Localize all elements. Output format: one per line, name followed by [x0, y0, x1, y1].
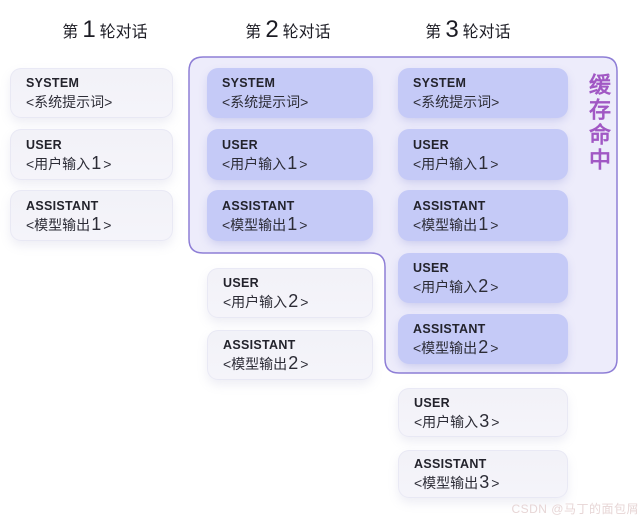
message-box-user-cached: USER <用户输入1>	[207, 129, 373, 180]
content-post: >	[103, 216, 112, 233]
message-content: <模型输出2>	[223, 353, 372, 373]
message-box-user: USER <用户输入1>	[10, 129, 173, 180]
title-post: 轮对话	[99, 24, 148, 41]
message-box-assistant: ASSISTANT <模型输出1>	[10, 190, 173, 241]
message-role: ASSISTANT	[223, 338, 296, 352]
csdn-watermark: CSDN @马丁的面包屑	[511, 502, 639, 516]
message-box-assistant: ASSISTANT <模型输出2>	[207, 330, 373, 380]
content-pre: <模型输出	[26, 216, 91, 233]
message-box-system-cached: SYSTEM <系统提示词>	[207, 68, 373, 118]
content-post: >	[491, 413, 500, 430]
message-content: <模型输出2>	[413, 337, 568, 357]
content-post: >	[299, 216, 308, 233]
content-pre: <用户输入	[222, 155, 287, 172]
message-role: USER	[413, 261, 449, 275]
message-box-user-cached: USER <用户输入2>	[398, 253, 568, 303]
content-num: 2	[478, 337, 489, 357]
message-role: ASSISTANT	[414, 457, 487, 471]
content-post: >	[490, 216, 499, 233]
message-role: USER	[223, 276, 259, 290]
message-role: USER	[26, 137, 62, 152]
message-role: USER	[414, 395, 450, 410]
title-post: 轮对话	[282, 24, 331, 41]
content-num: 1	[91, 152, 102, 173]
content-pre: <用户输入	[223, 294, 288, 310]
content-num: 1	[287, 213, 298, 234]
message-content: <模型输出1>	[413, 213, 568, 234]
message-role: USER	[222, 137, 258, 152]
message-box-assistant-cached: ASSISTANT <模型输出1>	[207, 190, 373, 241]
message-content: <用户输入1>	[413, 152, 568, 173]
message-box-user-cached: USER <用户输入1>	[398, 129, 568, 180]
content-num: 1	[478, 213, 489, 234]
content-num: 1	[287, 152, 298, 173]
title-num: 2	[265, 16, 279, 43]
message-role: ASSISTANT	[222, 198, 295, 213]
message-content: <用户输入3>	[414, 410, 567, 431]
message-role: ASSISTANT	[413, 198, 486, 213]
content-pre: <用户输入	[413, 155, 478, 172]
content-post: >	[490, 155, 499, 172]
content-pre: <模型输出	[223, 356, 288, 372]
title-pre: 第	[245, 24, 262, 41]
message-role: ASSISTANT	[26, 198, 99, 213]
message-content: <系统提示词>	[413, 93, 568, 110]
message-content: <用户输入2>	[223, 291, 372, 311]
content-num: 1	[478, 152, 489, 173]
content-pre: <系统提示词>	[413, 94, 500, 110]
title-num: 3	[445, 16, 459, 43]
title-pre: 第	[62, 24, 79, 41]
content-num: 2	[478, 276, 489, 296]
message-content: <模型输出1>	[26, 213, 172, 234]
message-box-system-cached: SYSTEM <系统提示词>	[398, 68, 568, 118]
message-content: <用户输入1>	[222, 152, 373, 173]
content-post: >	[300, 294, 309, 310]
content-post: >	[103, 155, 112, 172]
content-num: 3	[479, 472, 490, 492]
content-num: 2	[288, 353, 299, 373]
content-post: >	[490, 340, 499, 356]
message-content: <系统提示词>	[26, 93, 172, 110]
message-box-system: SYSTEM <系统提示词>	[10, 68, 173, 118]
message-content: <用户输入1>	[26, 152, 172, 173]
message-box-assistant: ASSISTANT <模型输出3>	[398, 450, 568, 498]
message-role: SYSTEM	[26, 76, 80, 90]
content-pre: <用户输入	[414, 413, 479, 430]
message-role: SYSTEM	[222, 76, 276, 90]
content-post: >	[491, 475, 500, 491]
content-num: 1	[91, 213, 102, 234]
content-post: >	[299, 155, 308, 172]
content-pre: <模型输出	[413, 340, 478, 356]
cache-hit-label: 缓存命中	[586, 73, 611, 173]
content-num: 2	[288, 291, 299, 311]
message-role: USER	[413, 137, 449, 152]
content-post: >	[300, 356, 309, 372]
content-num: 3	[479, 410, 490, 431]
message-role: ASSISTANT	[413, 322, 486, 336]
content-pre: <用户输入	[26, 155, 91, 172]
title-num: 1	[82, 16, 96, 43]
title-post: 轮对话	[462, 24, 511, 41]
message-box-assistant-cached: ASSISTANT <模型输出1>	[398, 190, 568, 241]
content-pre: <系统提示词>	[26, 94, 113, 110]
message-content: <模型输出3>	[414, 472, 567, 492]
message-box-user: USER <用户输入3>	[398, 388, 568, 437]
content-pre: <模型输出	[414, 475, 479, 491]
message-content: <系统提示词>	[222, 93, 373, 110]
message-box-user: USER <用户输入2>	[207, 268, 373, 318]
content-pre: <系统提示词>	[222, 94, 309, 110]
content-pre: <模型输出	[413, 216, 478, 233]
message-role: SYSTEM	[413, 76, 467, 90]
content-pre: <模型输出	[222, 216, 287, 233]
message-content: <用户输入2>	[413, 276, 568, 296]
content-post: >	[490, 279, 499, 295]
message-content: <模型输出1>	[222, 213, 373, 234]
content-pre: <用户输入	[413, 279, 478, 295]
message-box-assistant-cached: ASSISTANT <模型输出2>	[398, 314, 568, 364]
title-pre: 第	[425, 24, 442, 41]
